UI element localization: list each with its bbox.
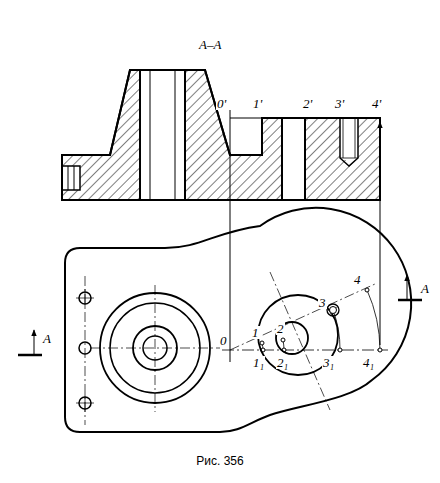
- construction-lines: [222, 110, 388, 362]
- point-label: 1: [251, 326, 260, 339]
- point-label: 4': [371, 97, 382, 110]
- section-view: [62, 70, 380, 200]
- point-label: 2₁: [276, 356, 289, 369]
- point-label: 3₁: [322, 356, 335, 369]
- point-label: 0: [219, 334, 228, 347]
- point-label: 1': [252, 97, 263, 110]
- section-title: А–А: [198, 38, 222, 51]
- section-marks: [18, 275, 422, 355]
- point-label: 3': [334, 97, 345, 110]
- point-label: 2: [276, 322, 285, 335]
- point-label: 1₁: [252, 356, 265, 369]
- point-label: 2': [302, 97, 313, 110]
- point-label: 4₁: [362, 356, 375, 369]
- figure-caption: Рис. 356: [196, 455, 243, 467]
- section-letter: А: [420, 282, 430, 295]
- point-label: 4: [353, 273, 362, 286]
- plan-view: [65, 208, 411, 432]
- section-letter: А: [42, 332, 52, 345]
- point-label: 0': [216, 97, 227, 110]
- point-label: 3: [318, 296, 327, 309]
